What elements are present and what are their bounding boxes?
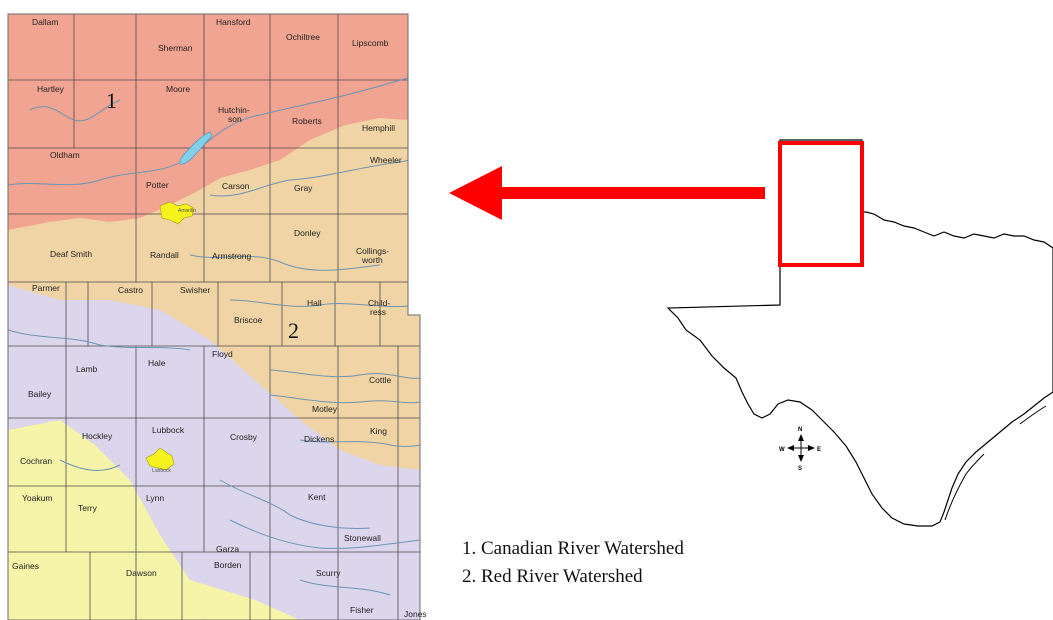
compass-rose: N S E W [779, 427, 821, 472]
pointer-arrow [449, 166, 765, 220]
lubbock-city [145, 447, 175, 471]
region-number-2: 2 [288, 318, 299, 343]
county-label: Kent [308, 492, 326, 502]
map-border [7, 13, 421, 620]
county-label: Armstrong [212, 251, 251, 261]
county-label: Potter [146, 180, 169, 190]
watershed-map: Amarillo Lubbock 1 2 Dallam Sherman Hans… [7, 13, 427, 620]
county-label: Wheeler [370, 155, 402, 165]
county-label: Carson [222, 181, 250, 191]
county-label: Hockley [82, 431, 113, 441]
legend-item-canadian: 1. Canadian River Watershed [462, 538, 684, 559]
county-label: Fisher [350, 605, 374, 615]
county-label: Roberts [292, 116, 322, 126]
county-label: Hansford [216, 17, 251, 27]
lake-meredith [179, 131, 213, 165]
county-label: Hall [307, 298, 322, 308]
compass-north: N [798, 427, 802, 433]
county-label: Hartley [37, 84, 65, 94]
county-label: Yoakum [22, 493, 52, 503]
county-label: Motley [312, 404, 338, 414]
county-label: Briscoe [234, 315, 263, 325]
county-label: Hutchin- [218, 105, 250, 115]
county-label: worth [361, 255, 383, 265]
county-label: Jones [404, 609, 427, 619]
county-label: Dickens [304, 434, 334, 444]
lubbock-label: Lubbock [152, 468, 171, 474]
amarillo-city [159, 201, 195, 225]
county-label: Stonewall [344, 533, 381, 543]
county-label: Swisher [180, 285, 210, 295]
county-label: son [228, 114, 242, 124]
county-label: Floyd [212, 349, 233, 359]
county-label: Gaines [12, 561, 39, 571]
county-label: Randall [150, 250, 179, 260]
county-label: Child- [368, 298, 390, 308]
county-label: Bailey [28, 389, 52, 399]
county-label: Lynn [146, 493, 164, 503]
county-labels: Dallam Sherman Hansford Ochiltree Lipsco… [12, 17, 427, 619]
texas-outline [666, 139, 1053, 527]
amarillo-label: Amarillo [178, 208, 196, 214]
rivers [8, 77, 420, 596]
canadian-watershed-lower [8, 222, 50, 285]
county-label: Ochiltree [286, 32, 320, 42]
county-label: ress [370, 307, 386, 317]
canadian-watershed-area [8, 14, 408, 230]
county-label: Parmer [32, 283, 60, 293]
barrier-island [944, 453, 985, 521]
county-label: Lamb [76, 364, 98, 374]
compass-east: E [817, 447, 821, 453]
panhandle-highlight-box [778, 141, 864, 267]
barrier-island [1019, 405, 1047, 425]
compass-south: S [798, 466, 802, 472]
county-label: Borden [214, 560, 242, 570]
southern-area [8, 420, 205, 620]
county-label: Garza [216, 544, 239, 554]
southern-strip [190, 580, 300, 620]
region-number-1: 1 [106, 88, 117, 113]
county-label: Sherman [158, 43, 193, 53]
compass-west: W [779, 447, 785, 453]
county-label: Deaf Smith [50, 249, 92, 259]
county-lines [8, 14, 420, 620]
county-label: Oldham [50, 150, 80, 160]
county-label: Hemphill [362, 123, 395, 133]
county-label: Collings- [356, 246, 389, 256]
legend-item-red: 2. Red River Watershed [462, 566, 643, 587]
county-label: Cochran [20, 456, 52, 466]
brazos-watershed-area [8, 285, 420, 620]
county-label: Dallam [32, 17, 58, 27]
county-label: Terry [78, 503, 98, 513]
county-label: Moore [166, 84, 190, 94]
county-label: Lubbock [152, 425, 185, 435]
county-label: King [370, 426, 387, 436]
county-label: Lipscomb [352, 38, 389, 48]
watershed-legend: 1. Canadian River Watershed 2. Red River… [462, 535, 684, 591]
county-label: Scurry [316, 568, 341, 578]
county-label: Hale [148, 358, 166, 368]
county-label: Cottle [369, 375, 391, 385]
county-label: Donley [294, 228, 321, 238]
county-label: Dawson [126, 568, 157, 578]
county-label: Crosby [230, 432, 258, 442]
county-label: Castro [118, 285, 143, 295]
county-label: Gray [294, 183, 313, 193]
